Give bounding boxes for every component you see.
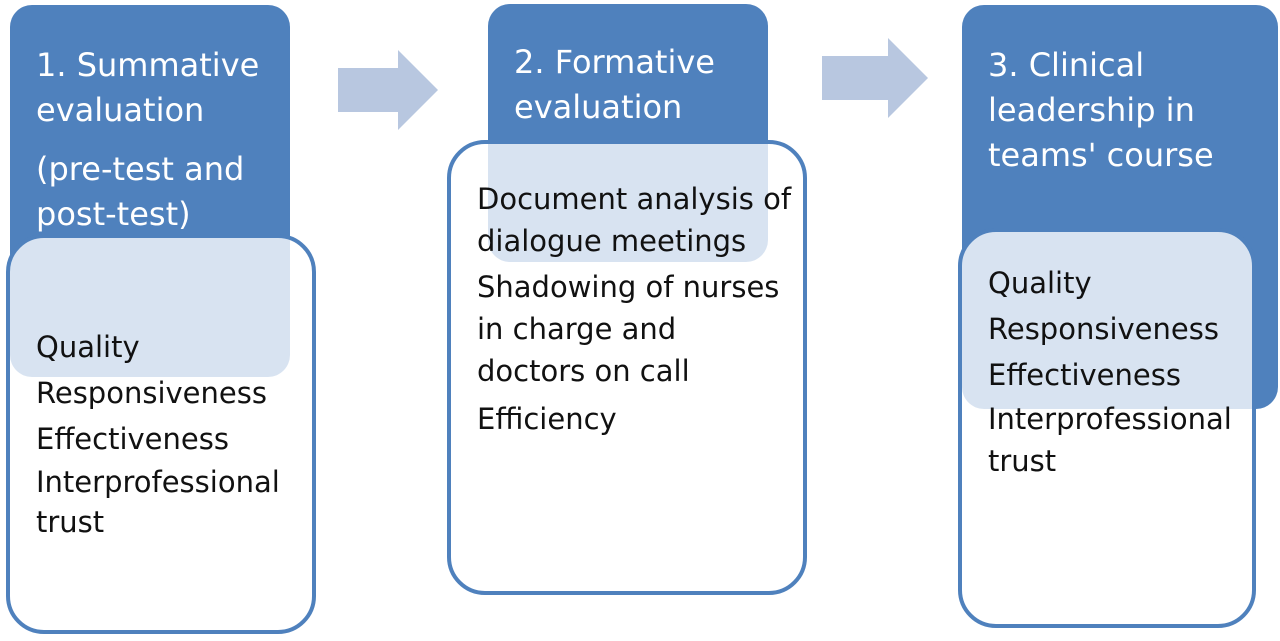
step-2-box: Document analysis of dialogue meetings S… [447,140,807,595]
step-1-subtitle: (pre-test and post-test) [36,150,245,233]
step-1-box: Quality Responsiveness Effectiveness Int… [6,234,316,634]
step-2-item: Shadowing of nurses in charge and doctor… [477,270,780,388]
step-1-item: Effectiveness [36,422,229,456]
step-2-title: 2. Formative evaluation [514,43,715,126]
arrow-1-icon [338,50,438,130]
step-2-item: Document analysis of dialogue meetings [477,182,792,258]
step-1-title: 1. Summative evaluation [36,46,260,129]
arrow-2-icon [822,38,928,118]
step-3-item: Interprofessional trust [988,402,1232,478]
step-3-item: Responsiveness [988,312,1219,346]
step-1-item: Quality [36,330,140,364]
step-3-title: 3. Clinical leadership in teams' course [988,46,1214,174]
step-3-item: Quality [988,266,1092,300]
step-3-item: Effectiveness [988,358,1181,392]
step-1-item: Responsiveness [36,376,267,410]
step-1-item: Interprofessional trust [36,465,280,539]
step-3-box: Quality Responsiveness Effectiveness Int… [958,228,1256,628]
step-2-item: Efficiency [477,402,617,436]
